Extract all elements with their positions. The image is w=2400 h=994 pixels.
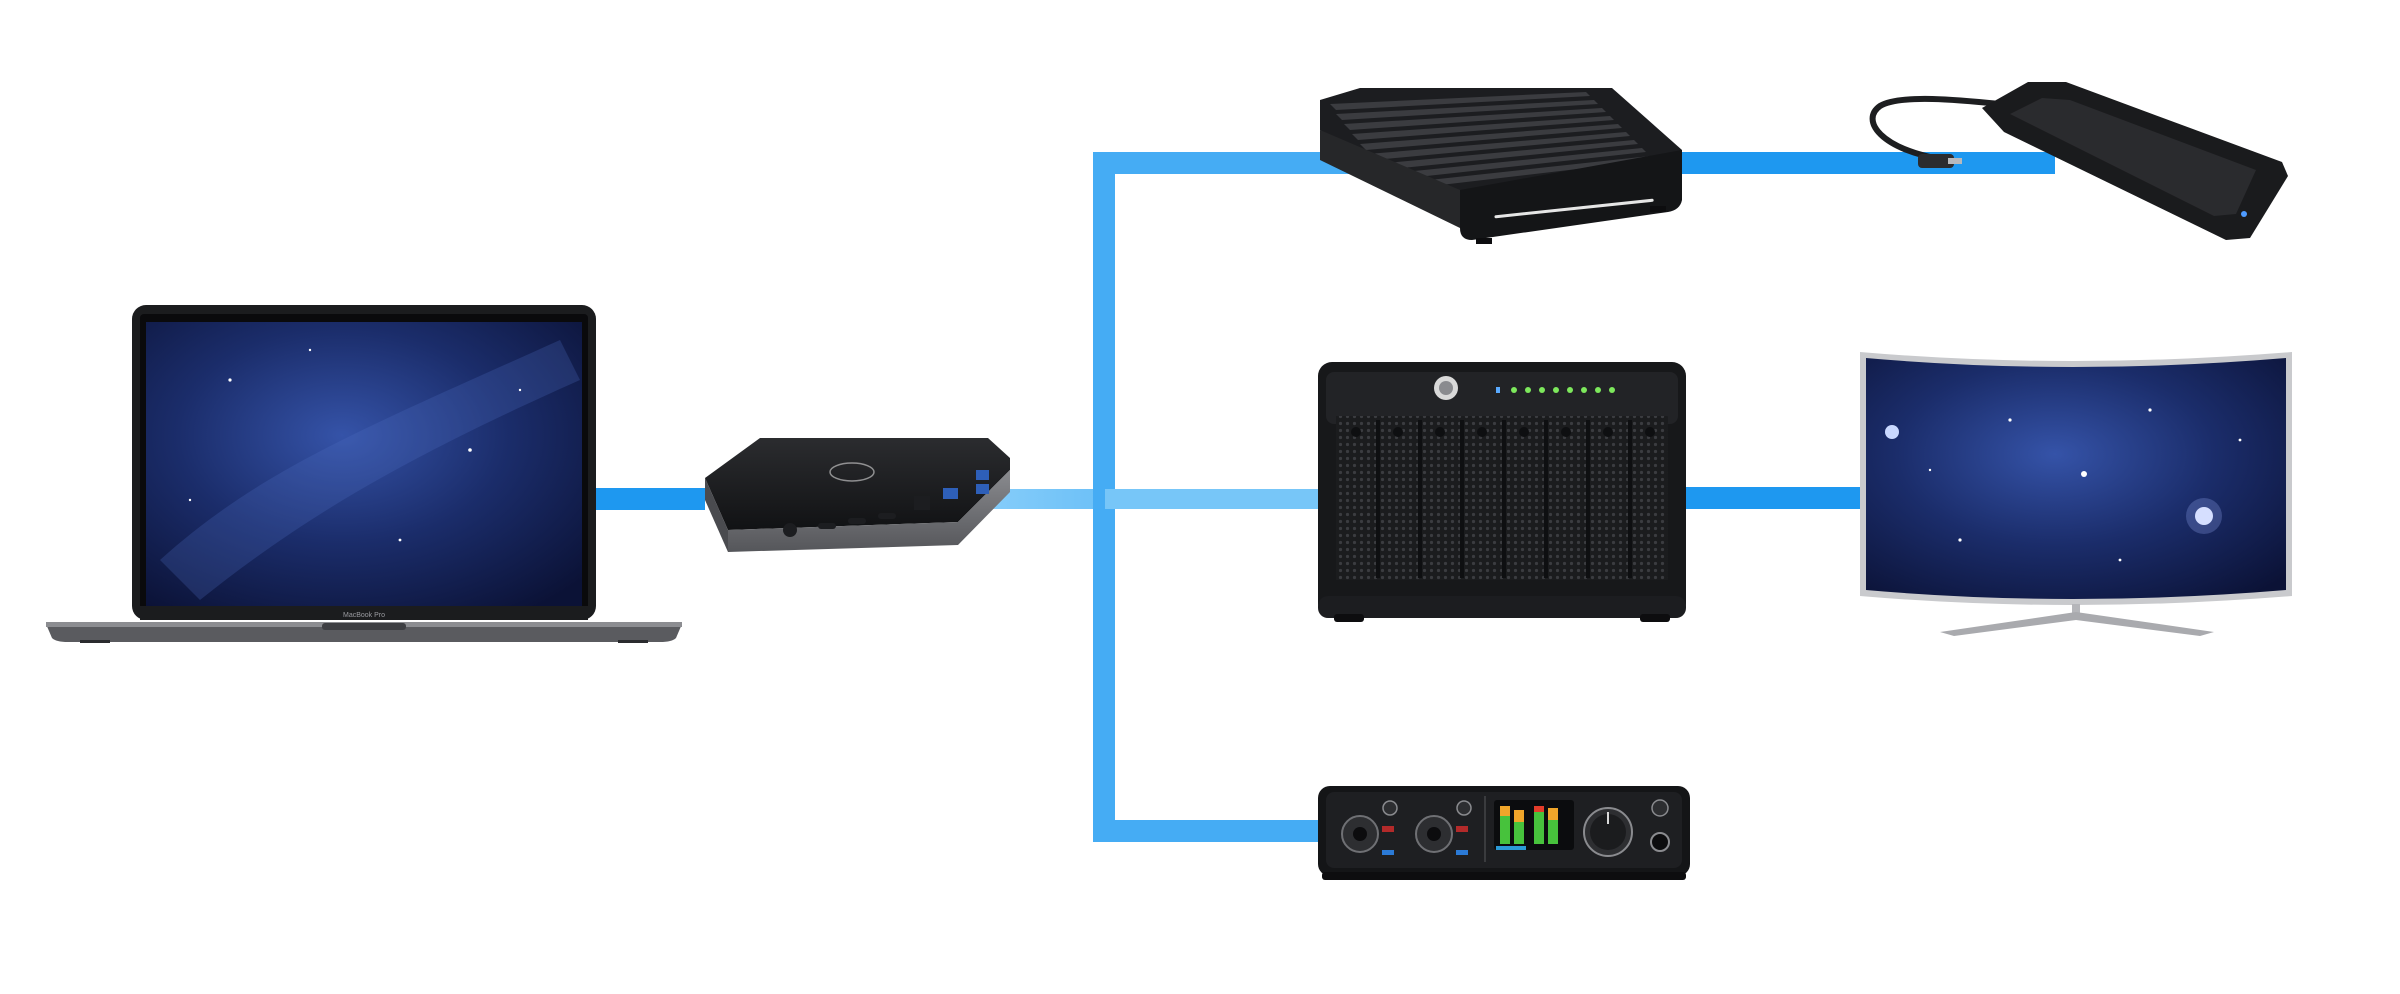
monitor-knob	[1583, 807, 1633, 857]
monitor-screen	[1866, 358, 2286, 599]
cable-trunk-vertical	[1093, 152, 1115, 842]
laptop-brand-label: MacBook Pro	[343, 612, 385, 619]
combo-input-2	[1415, 800, 1472, 855]
dock-power-port	[783, 523, 797, 537]
cable-laptop-dock	[595, 488, 705, 510]
raid-status-leds	[1496, 387, 1615, 393]
cable-group	[595, 152, 2055, 842]
cooling-fins	[1330, 92, 1654, 190]
level-meters	[1494, 800, 1574, 850]
drive-bay-dividers	[1376, 420, 1632, 578]
audio-interface-icon	[1318, 786, 1690, 880]
raid-enclosure-icon	[1318, 362, 1686, 622]
dock-icon	[705, 438, 1010, 552]
portable-ssd-icon	[1869, 82, 2288, 240]
cable-to-audio-interface	[1093, 820, 1330, 842]
cable-raid-monitor	[1680, 487, 1860, 509]
cable-to-storage-enclosure	[1093, 152, 1365, 174]
cable-dock-hub	[985, 489, 1105, 509]
ssd-cable	[1869, 95, 2001, 163]
curved-monitor-icon	[1860, 352, 2292, 636]
cable-hub-raid	[1105, 489, 1325, 509]
combo-input-1	[1341, 800, 1398, 855]
cable-storage-to-ssd	[1680, 152, 2055, 174]
finned-storage-icon	[1320, 88, 1682, 244]
laptop-icon: MacBook Pro	[46, 305, 682, 643]
headphone-jack	[1650, 832, 1670, 852]
laptop-screen	[146, 322, 582, 606]
